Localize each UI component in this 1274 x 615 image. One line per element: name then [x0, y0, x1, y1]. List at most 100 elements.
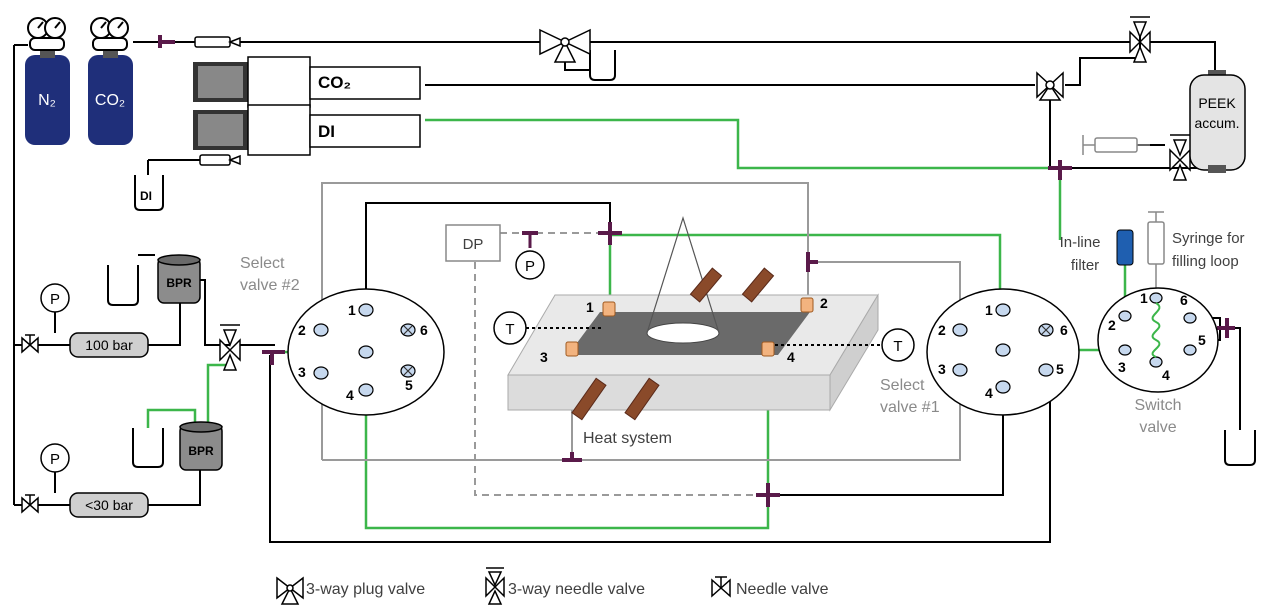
fittings — [262, 160, 1235, 507]
bpr-beaker-top — [107, 265, 139, 306]
chip-ports — [565, 297, 814, 357]
di-beaker-label: DI — [140, 189, 152, 203]
legend-three-way-needle-icon — [485, 567, 505, 605]
heat-system-label: Heat system — [583, 430, 672, 447]
chip-port-3: 3 — [540, 349, 548, 365]
sv2-port-6: 6 — [420, 322, 428, 338]
legend-needle3-label: 3-way needle valve — [508, 581, 645, 598]
bpr-beaker-bottom — [132, 428, 164, 468]
sv1-port-4: 4 — [985, 385, 993, 401]
dp-dashed-down — [474, 262, 760, 496]
sv2-port1-line — [365, 202, 611, 310]
pressure-gauge-dp-label: P — [525, 258, 535, 275]
thermocouple-left: T — [493, 311, 603, 345]
sv2-label-line1: Select — [240, 255, 285, 272]
sv2-port-2: 2 — [298, 322, 306, 338]
di-pump-label: DI — [318, 122, 335, 141]
switch-port-6: 6 — [1180, 292, 1188, 308]
legend-needle-valve-icon — [711, 576, 731, 598]
n2-cylinder: N₂ — [25, 17, 70, 145]
needle-valve-bottom — [21, 494, 39, 514]
pressure-gauge-bottom: P — [40, 443, 70, 493]
chip-port-2: 2 — [820, 295, 828, 311]
regulator-30bar: <30 bar — [69, 492, 149, 518]
sv2-port-4: 4 — [346, 387, 354, 403]
sv1-label-line1: Select — [880, 377, 925, 394]
regulator-30bar-label: <30 bar — [85, 497, 133, 513]
switch-valve: 1 2 3 4 5 6 Switch valve — [1097, 287, 1219, 436]
regulator-100bar-label: 100 bar — [85, 337, 133, 353]
co2-pump: CO₂ — [193, 56, 421, 108]
switch-out-line — [1227, 327, 1241, 430]
sv1-port4-line — [768, 390, 1004, 496]
n2-label: N₂ — [38, 92, 56, 109]
legend-plug-valve-icon — [276, 576, 304, 605]
thermocouple-right-label: T — [893, 338, 902, 355]
pressure-gauge-bottom-label: P — [50, 451, 60, 468]
sv2-port4-loop — [364, 360, 770, 530]
waste-beaker — [1224, 430, 1256, 466]
di-pump: DI — [193, 104, 421, 156]
filling-syringe — [1147, 211, 1165, 290]
needle-valve-top — [21, 334, 39, 354]
switch-label-line2: valve — [1139, 419, 1176, 436]
switch-port-1: 1 — [1140, 290, 1148, 306]
vent-beaker-top — [589, 50, 616, 81]
legend-plug-label: 3-way plug valve — [306, 581, 425, 598]
switch-port-4: 4 — [1162, 367, 1170, 383]
pressure-gauge-top-label: P — [50, 291, 60, 308]
switch-label-line1: Switch — [1134, 397, 1181, 414]
sv1-port-5: 5 — [1056, 361, 1064, 377]
co2-label: CO₂ — [95, 92, 125, 109]
gas-tee — [158, 35, 175, 48]
differential-pressure-box: DP — [445, 224, 501, 262]
bpr-top-label: BPR — [166, 276, 192, 290]
switch-port-5: 5 — [1198, 332, 1206, 348]
di-beaker: DI — [134, 175, 164, 211]
three-way-needle-valve-bpr — [219, 324, 241, 371]
bpr-bottom-label: BPR — [188, 444, 214, 458]
sv1-port-3: 3 — [938, 361, 946, 377]
accum-top-line — [1150, 41, 1216, 75]
chip-port-1: 1 — [586, 299, 594, 315]
bpr-top: BPR — [138, 254, 201, 304]
accum-line1: PEEK — [1198, 95, 1236, 111]
black-lines — [13, 30, 1241, 543]
three-way-needle-valve-syringe — [1169, 134, 1191, 181]
peek-accumulator: PEEK accum. — [1189, 70, 1246, 173]
green-lines — [146, 118, 1127, 530]
di-filter — [199, 154, 241, 166]
inline-filter-line1: In-line — [1060, 234, 1101, 251]
loading-syringe — [1082, 135, 1150, 155]
sv2-port-3: 3 — [298, 364, 306, 380]
chip1-to-sv1 — [610, 233, 1002, 310]
sv2-port-1: 1 — [348, 302, 356, 318]
legend: 3-way plug valve 3-way needle valve Need… — [276, 567, 829, 605]
accum-line2: accum. — [1194, 115, 1239, 131]
sv2-port-5: 5 — [405, 377, 413, 393]
syringe-line2: filling loop — [1172, 253, 1239, 270]
gas-filter — [194, 36, 241, 48]
syringe-line1: Syringe for — [1172, 230, 1245, 247]
switch-port-3: 3 — [1118, 359, 1126, 375]
select-valve-2: 1 2 3 4 5 6 Select valve #2 — [240, 255, 445, 416]
three-way-needle-valve-top — [1129, 16, 1151, 63]
thermocouple-left-label: T — [505, 321, 514, 338]
inline-filter-line2: filter — [1071, 257, 1099, 274]
inline-filter: In-line filter — [1060, 229, 1134, 274]
legend-needle-label: Needle valve — [736, 581, 829, 598]
di-pump-line — [425, 118, 1060, 170]
three-way-plug-valve-top — [539, 28, 591, 63]
chip-port-4: 4 — [787, 349, 795, 365]
pressure-gauge-top: P — [40, 283, 70, 333]
bpr-bottom: BPR — [179, 421, 223, 471]
three-way-plug-valve-right — [1036, 71, 1064, 101]
sv1-label-line2: valve #1 — [880, 399, 940, 416]
sv1-port-2: 2 — [938, 322, 946, 338]
pressure-gauge-dp: P — [515, 231, 545, 280]
co2-pump-label: CO₂ — [318, 73, 351, 92]
sv2-label-line2: valve #2 — [240, 277, 300, 294]
heat-system: Heat system — [507, 215, 879, 447]
co2-cylinder: CO₂ — [88, 17, 133, 145]
